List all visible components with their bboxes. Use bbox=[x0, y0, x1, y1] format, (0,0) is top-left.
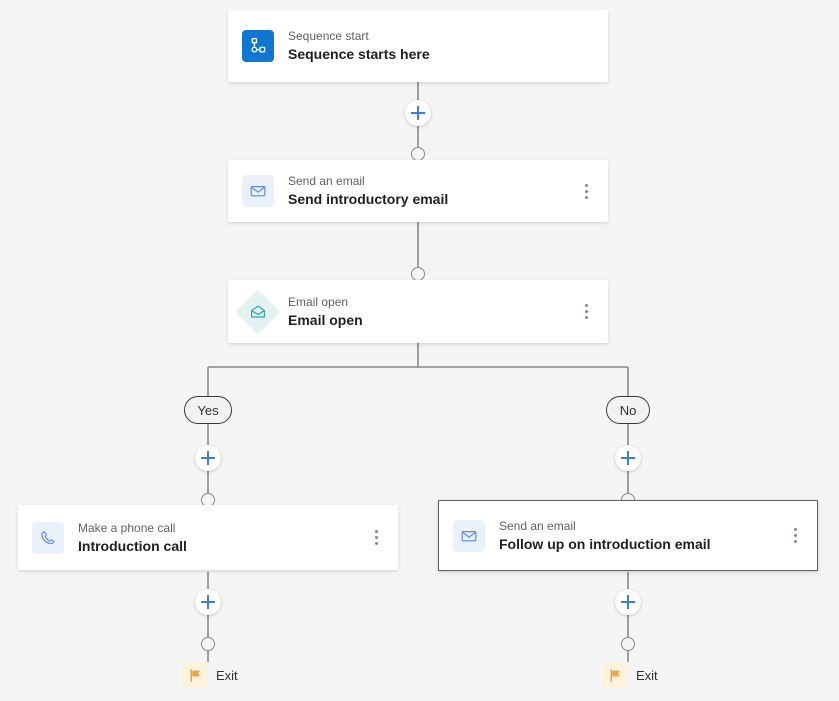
node-sequence-start[interactable]: Sequence start Sequence starts here bbox=[228, 10, 608, 82]
add-step-after-follow-up-email-button[interactable] bbox=[615, 589, 641, 615]
flag-icon bbox=[182, 662, 208, 688]
node-title: Send introductory email bbox=[288, 191, 449, 207]
node-text: Send an email Follow up on introduction … bbox=[499, 518, 781, 554]
exit-label: Exit bbox=[636, 667, 658, 683]
exit-marker-no[interactable]: Exit bbox=[602, 662, 658, 688]
node-subtitle: Send an email bbox=[288, 174, 365, 188]
envelope-open-icon bbox=[235, 288, 281, 335]
node-subtitle: Email open bbox=[288, 294, 349, 309]
envelope-icon bbox=[453, 519, 485, 552]
node-text: Send an email Send introductory email bbox=[288, 173, 572, 209]
node-follow-up-on-introduction-email[interactable]: Send an email Follow up on introduction … bbox=[438, 500, 818, 571]
connection-port[interactable] bbox=[201, 637, 215, 651]
exit-label: Exit bbox=[216, 667, 238, 683]
node-overflow-menu-icon[interactable] bbox=[362, 518, 390, 558]
phone-icon bbox=[32, 521, 64, 554]
node-text: Make a phone call Introduction call bbox=[78, 520, 362, 556]
add-step-yes-branch-button[interactable] bbox=[195, 445, 221, 471]
sequence-start-icon bbox=[242, 30, 274, 62]
node-subtitle: Make a phone call bbox=[78, 520, 176, 535]
node-overflow-menu-icon[interactable] bbox=[572, 171, 600, 211]
connection-port[interactable] bbox=[621, 637, 635, 651]
node-title: Follow up on introduction email bbox=[499, 535, 711, 552]
branch-label-no[interactable]: No bbox=[606, 396, 650, 424]
node-subtitle: Send an email bbox=[499, 518, 576, 533]
node-introduction-call[interactable]: Make a phone call Introduction call bbox=[18, 505, 398, 570]
add-step-after-introduction-call-button[interactable] bbox=[195, 589, 221, 615]
add-step-after-start-button[interactable] bbox=[405, 100, 431, 126]
node-text: Sequence start Sequence starts here bbox=[288, 28, 608, 64]
connection-port[interactable] bbox=[411, 267, 425, 281]
branch-label-yes[interactable]: Yes bbox=[184, 396, 232, 424]
node-title: Introduction call bbox=[78, 537, 187, 554]
connection-port[interactable] bbox=[411, 147, 425, 161]
node-text: Email open Email open bbox=[288, 294, 572, 330]
node-overflow-menu-icon[interactable] bbox=[572, 292, 600, 332]
node-title: Sequence starts here bbox=[288, 46, 430, 62]
add-step-no-branch-button[interactable] bbox=[615, 445, 641, 471]
node-overflow-menu-icon[interactable] bbox=[781, 516, 809, 556]
node-subtitle: Sequence start bbox=[288, 29, 369, 43]
node-title: Email open bbox=[288, 311, 363, 328]
node-email-open[interactable]: Email open Email open bbox=[228, 280, 608, 343]
node-send-introductory-email[interactable]: Send an email Send introductory email bbox=[228, 160, 608, 222]
flag-icon bbox=[602, 662, 628, 688]
exit-marker-yes[interactable]: Exit bbox=[182, 662, 238, 688]
envelope-icon bbox=[242, 175, 274, 207]
